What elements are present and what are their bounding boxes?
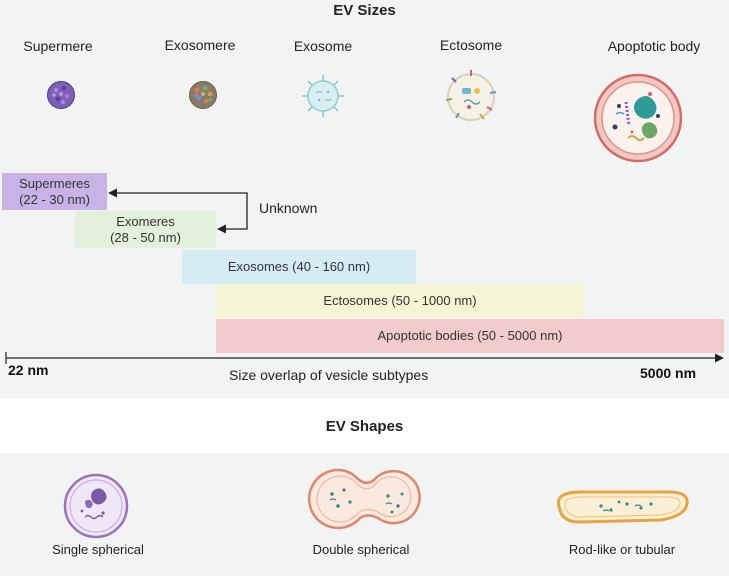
double-spherical-illustration bbox=[307, 468, 421, 530]
vesicle-label-exosome: Exosome bbox=[293, 38, 353, 54]
range-label-exomeres-line1: Exomeres bbox=[116, 213, 175, 229]
range-label-ectosomes: Ectosomes (50 - 1000 nm) bbox=[323, 293, 477, 308]
axis-max-label: 5000 nm bbox=[640, 365, 697, 381]
range-bar-exomeres: Exomeres(28 - 50 nm) bbox=[75, 211, 216, 248]
rod-like-illustration bbox=[556, 490, 689, 524]
size-axis bbox=[5, 352, 724, 364]
axis-caption: Size overlap of vesicle subtypes bbox=[229, 367, 429, 383]
single-spherical-illustration bbox=[63, 473, 129, 539]
range-bar-ectosomes: Ectosomes (50 - 1000 nm) bbox=[216, 284, 584, 318]
vesicle-label-apoptotic-body: Apoptotic body bbox=[607, 38, 701, 54]
ev-shapes-title: EV Shapes bbox=[325, 418, 404, 435]
ectosome-illustration bbox=[445, 70, 497, 121]
shape-label-rod-like: Rod-like or tubular bbox=[568, 542, 676, 557]
range-label-exomeres-line2: (28 - 50 nm) bbox=[110, 229, 181, 245]
shape-label-single-spherical: Single spherical bbox=[52, 542, 144, 557]
unknown-bracket-arrows bbox=[108, 188, 248, 234]
axis-min-label: 22 nm bbox=[8, 362, 49, 378]
vesicle-label-ectosome: Ectosome bbox=[439, 37, 503, 53]
range-bar-apoptotic-bodies: Apoptotic bodies (50 - 5000 nm) bbox=[216, 319, 724, 353]
unknown-label: Unknown bbox=[259, 200, 318, 216]
supermere-illustration bbox=[47, 81, 75, 109]
range-label-apoptotic-bodies: Apoptotic bodies (50 - 5000 nm) bbox=[377, 328, 563, 343]
vesicle-label-supermere: Supermere bbox=[23, 38, 93, 54]
vesicle-label-exosomere: Exosomere bbox=[164, 37, 236, 53]
shape-label-double-spherical: Double spherical bbox=[312, 542, 410, 557]
range-bar-exosomes: Exosomes (40 - 160 nm) bbox=[182, 250, 416, 284]
ev-sizes-title: EV Sizes bbox=[333, 2, 396, 19]
exosomere-illustration bbox=[189, 81, 217, 109]
exosome-illustration bbox=[302, 75, 344, 117]
range-bar-supermeres: Supermeres(22 - 30 nm) bbox=[2, 173, 107, 210]
range-label-exosomes: Exosomes (40 - 160 nm) bbox=[227, 259, 371, 274]
range-label-supermeres-line1: Supermeres bbox=[19, 175, 90, 191]
range-label-supermeres-line2: (22 - 30 nm) bbox=[19, 191, 90, 207]
apoptotic-body-illustration bbox=[593, 73, 683, 163]
